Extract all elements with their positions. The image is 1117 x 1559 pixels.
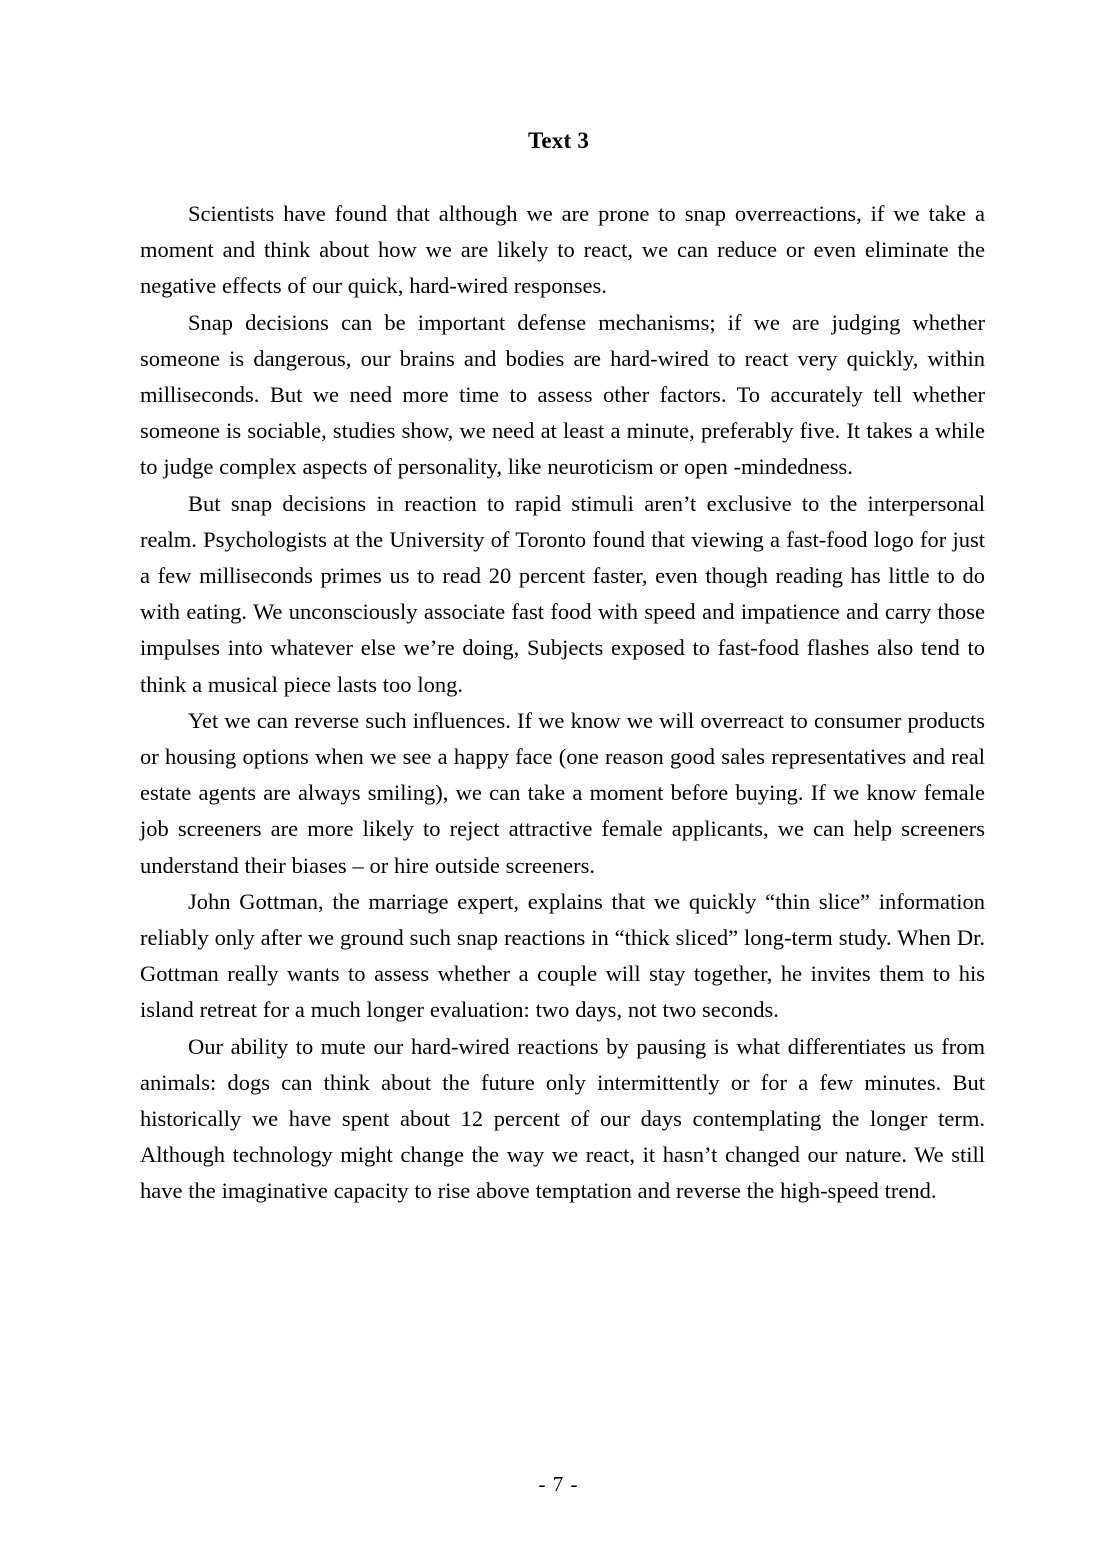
paragraph-3: But snap decisions in reaction to rapid … [140,490,985,697]
paragraph-1: Scientists have found that although we a… [140,201,985,299]
paragraph-2: Snap decisions can be important defense … [140,309,985,480]
page-title: Text 3 [527,128,590,153]
body-text-block: Scientists have found that although we a… [140,196,985,1210]
page-number: - 7 - [538,1472,579,1496]
paragraph-6: Our ability to mute our hard-wired react… [140,1033,985,1204]
paragraph-4: Yet we can reverse such influences. If w… [140,707,985,878]
paragraph-5: John Gottman, the marriage expert, expla… [140,888,985,1023]
